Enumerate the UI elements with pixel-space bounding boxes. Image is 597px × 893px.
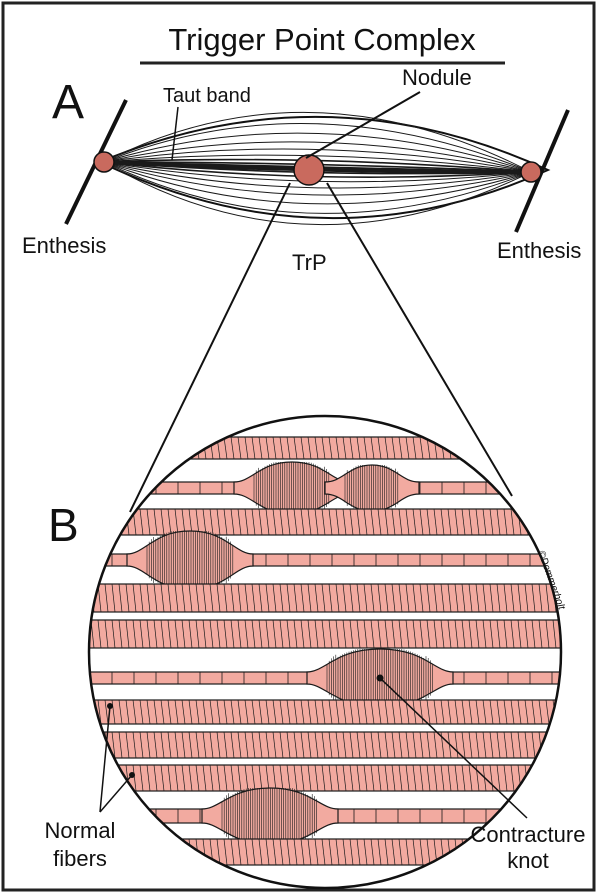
enthesis-right-nodule (521, 162, 541, 182)
trp-label: TrP (292, 250, 327, 275)
normal-fiber-marker-2 (129, 772, 135, 778)
contracture-knot-marker (377, 675, 384, 682)
normal-fibers-label-line1: Normal (45, 818, 116, 843)
nodule-label: Nodule (402, 65, 472, 90)
enthesis-left-nodule (94, 152, 114, 172)
panel-b-letter: B (48, 499, 79, 551)
trigger-point-nodule (294, 155, 324, 185)
normal-fiber-marker-1 (107, 703, 113, 709)
contracture-knot-label-line1: Contracture (471, 822, 586, 847)
enthesis-right-label: Enthesis (497, 238, 581, 263)
figure-title: Trigger Point Complex (168, 22, 476, 57)
taut-band-label: Taut band (163, 85, 251, 107)
normal-fibers-label-line2: fibers (53, 846, 107, 871)
panel-a-letter: A (52, 76, 84, 129)
contracture-knot-label-line2: knot (507, 848, 549, 873)
enthesis-left-label: Enthesis (22, 233, 106, 258)
